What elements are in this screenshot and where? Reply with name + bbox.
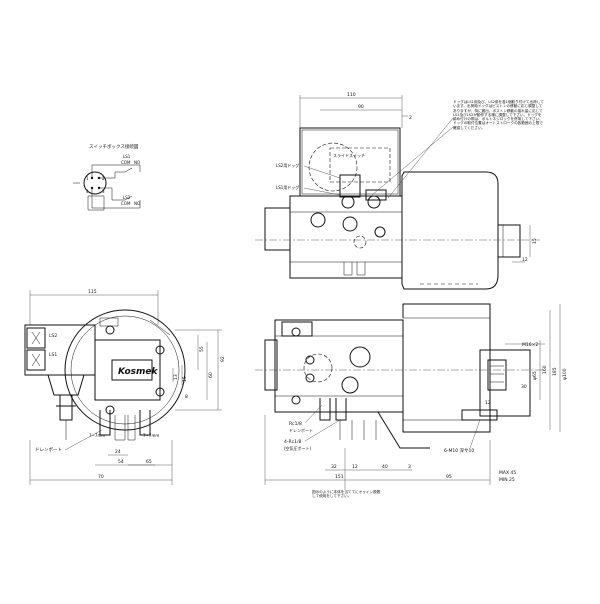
wiring-com2: COM — [121, 201, 131, 206]
stroke-max: MAX 45 — [499, 470, 516, 476]
top-note: ドッグはLS1用及び、LS2用を各1個取り付けて出荷しています。出荷時ドッグはピ… — [371, 100, 544, 199]
dim-12: 12 — [522, 257, 528, 263]
ls2-dog-label: LS2用ドッグ — [276, 162, 299, 168]
stroke-min: MIN 25 — [499, 477, 515, 483]
switch-box-label: スイッチボックス接続図 — [89, 143, 139, 150]
dim-m16: M16×2 — [522, 342, 538, 348]
bottom-note: 図示のように本体を当ててにオゥイン脱着して使用をして下さい。 — [312, 490, 381, 499]
dim-115: 115 — [88, 289, 97, 295]
dim-7-right: 7~7mm — [143, 433, 159, 438]
dim-95: 95 — [446, 474, 452, 480]
dim-24: 24 — [115, 449, 121, 455]
front-view: Rc1/8 ドレンポート 4-Rc1/8 (空気圧ポート) 6-M10 深サ10… — [255, 303, 568, 499]
port-a-sub: ドレンポート — [289, 427, 313, 433]
dim-7-left: 7~7mm — [89, 433, 105, 438]
terminal-1: 1 — [86, 176, 89, 181]
wiring-ls1: LS1 — [123, 154, 131, 159]
terminal-circle — [83, 171, 107, 195]
top-view: 110 90 2 スライドスイッチ LS2用ドッグ LS1用ドッグ — [255, 92, 544, 290]
dim-65: 65 — [146, 459, 152, 465]
logo: Kosmek — [118, 367, 159, 377]
dim-30: 30 — [521, 384, 527, 390]
wiring-com1: COM — [121, 160, 131, 165]
terminal-3: 3 — [102, 189, 105, 194]
terminal-2: 2 — [102, 176, 105, 181]
port-b-label: 4-Rc1/8 — [284, 439, 301, 445]
dim-55: 55 — [199, 346, 205, 352]
mount-label: 6-M10 深サ10 — [444, 447, 474, 454]
switch-box-wiring-diagram: スイッチボックス接続図 1 2 4 3 LS1 COM NO LS2 COM N… — [73, 143, 141, 211]
dim-15b: 15 — [182, 376, 188, 382]
dim-12c: 12 — [352, 464, 358, 470]
dim-60: 60 — [208, 372, 214, 378]
port-a-label: Rc1/8 — [289, 421, 302, 427]
left-side-view: 115 LS2 LS1 Kosmek — [24, 289, 226, 485]
switch-label: スライドスイッチ — [333, 152, 365, 158]
dim-12b: 12 — [485, 400, 491, 406]
dim-90: 90 — [358, 104, 364, 110]
dim-phi65: φ65 — [532, 371, 538, 380]
dim-3: 3 — [408, 464, 411, 470]
ls1-dog-label: LS1用ドッグ — [276, 184, 299, 190]
dim-110: 110 — [347, 92, 356, 98]
dim-phi100: φ100 — [562, 368, 568, 380]
dim-92: 92 — [220, 356, 226, 362]
dim-32: 32 — [331, 464, 337, 470]
terminal-4: 4 — [86, 189, 89, 194]
dim-151: 151 — [335, 474, 344, 480]
port-b-sub: (空気圧ポート) — [284, 445, 312, 451]
wiring-no2: NO — [134, 201, 140, 206]
dim-15: 15 — [532, 238, 538, 244]
drain-port-label: ドレンポート — [35, 446, 62, 453]
ls1-label: LS1 — [49, 352, 57, 358]
dim-70: 70 — [98, 474, 104, 480]
dim-8: 8 — [185, 394, 188, 400]
note-text: ドッグはLS1用及び、LS2用を各1個取り付けて出荷しています。出荷時ドッグはピ… — [453, 100, 544, 130]
wiring-no1: NO — [134, 160, 140, 165]
dim-13: 13 — [173, 374, 179, 380]
wiring-ls2: LS2 — [123, 195, 131, 200]
dim-54: 54 — [118, 459, 124, 465]
dim-160: 160 — [542, 365, 548, 374]
ls2-label: LS2 — [49, 333, 57, 339]
dim-185: 185 — [552, 367, 558, 376]
dim-2: 2 — [409, 115, 412, 121]
dim-40: 40 — [382, 464, 388, 470]
